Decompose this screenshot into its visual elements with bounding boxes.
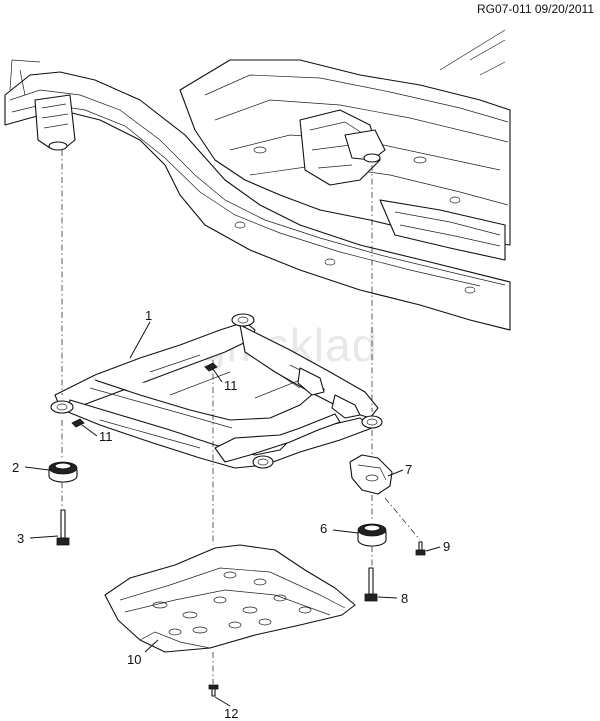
callout-10: 10 (127, 652, 141, 667)
leader-lines (24, 321, 441, 707)
callout-11-lower: 11 (99, 429, 113, 444)
callout-9: 9 (443, 539, 450, 554)
callout-3: 3 (17, 531, 24, 546)
callout-labels: 1 2 3 6 7 8 9 10 11 11 12 (12, 308, 450, 721)
callout-7: 7 (405, 462, 412, 477)
screw-small (415, 541, 426, 556)
callout-6: 6 (320, 521, 327, 536)
bracket-right (349, 454, 393, 495)
callout-2: 2 (12, 460, 19, 475)
callout-11-upper: 11 (224, 378, 238, 393)
vehicle-underbody (4, 29, 511, 331)
callout-12: 12 (224, 706, 238, 721)
diagram-reference-code: RG07-011 09/20/2011 (477, 2, 594, 16)
screw-bottom (208, 684, 219, 697)
bushing-left (48, 461, 78, 483)
clips (71, 362, 218, 428)
frame-cradle (50, 313, 383, 469)
alignment-lines (61, 150, 421, 684)
bolt-left (56, 509, 70, 546)
callout-8: 8 (401, 591, 408, 606)
callout-1: 1 (145, 308, 152, 323)
underbody-shield (104, 544, 356, 653)
bushing-right (357, 523, 387, 547)
bolt-right (364, 567, 378, 602)
